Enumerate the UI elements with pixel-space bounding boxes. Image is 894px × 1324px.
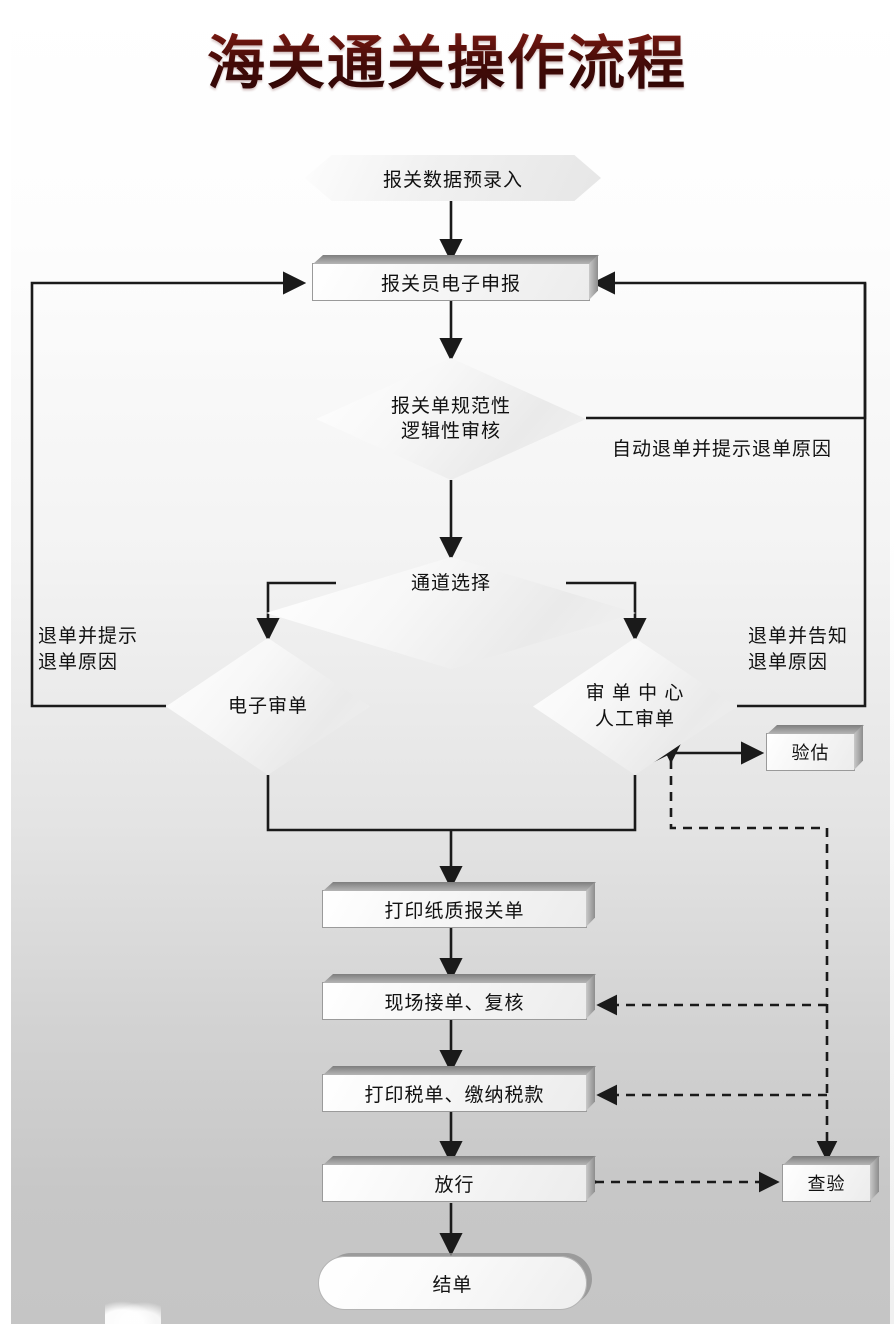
node-settle[interactable]: 结单 [318,1256,587,1310]
node-settle-label: 结单 [432,1274,473,1296]
edge-reviews-merge [266,775,637,832]
edge-ereview-reject-to-declare [30,271,307,708]
node-declare[interactable]: 报关员电子申报 [312,263,590,301]
node-inspection-label: 查验 [807,1174,846,1194]
node-declare-label: 报关员电子申报 [380,273,521,295]
node-site-acceptance-label: 现场接单、复核 [384,992,525,1014]
page-title: 海关通关操作流程 [0,16,894,100]
node-check-label-line2: 逻辑性审核 [400,421,501,442]
node-release-label: 放行 [434,1174,475,1196]
node-review-center-label: 审 单 中 心 人工审单 [533,638,737,775]
node-check-label: 报关单规范性 逻辑性审核 [316,358,586,480]
node-pre-entry-label: 报关数据预录入 [382,169,523,191]
node-print-tax[interactable]: 打印税单、缴纳税款 [322,1074,587,1112]
node-pre-entry[interactable]: 报关数据预录入 [305,148,608,201]
node-review-center-label-line2: 人工审单 [594,708,675,730]
node-review-center-label-line1: 审 单 中 心 [585,683,685,705]
annotation-auto-reject: 自动退单并提示退单原因 [612,439,833,460]
node-pre-entry-face [305,155,601,201]
node-review-center[interactable]: 审 单 中 心 人工审单 [533,634,746,775]
node-release[interactable]: 放行 [322,1164,587,1202]
page-right-margin [890,0,894,1324]
edge-channel-to-center [566,581,647,642]
edge-center-reject-to-declare [737,283,867,708]
node-print-declaration-label: 打印纸质报关单 [384,900,525,922]
node-e-review-label: 电子审单 [227,695,308,717]
node-appraise-label: 验估 [791,743,830,763]
node-appraise[interactable]: 验估 [766,733,855,771]
page-left-margin [0,0,11,1324]
edge-channel-to-ereview [256,581,336,642]
node-print-declaration[interactable]: 打印纸质报关单 [322,890,587,928]
annotation-left-reject: 退单并提示 退单原因 [38,626,139,673]
node-print-tax-label: 打印税单、缴纳税款 [364,1084,545,1106]
edge-check-reject-to-declare [586,271,867,420]
node-check[interactable]: 报关单规范性 逻辑性审核 [316,354,595,480]
watermark-remnant [105,1298,161,1324]
node-e-review[interactable]: 电子审单 [166,634,379,775]
node-inspection[interactable]: 查验 [782,1164,871,1202]
node-channel-label: 通道选择 [410,573,491,594]
edge-appraise-to-inspect [660,742,838,1162]
node-channel[interactable]: 通道选择 [266,553,645,669]
node-site-acceptance[interactable]: 现场接单、复核 [322,982,587,1020]
node-check-label-line1: 报关单规范性 [390,395,511,417]
annotation-right-reject: 退单并告知 退单原因 [748,626,849,673]
